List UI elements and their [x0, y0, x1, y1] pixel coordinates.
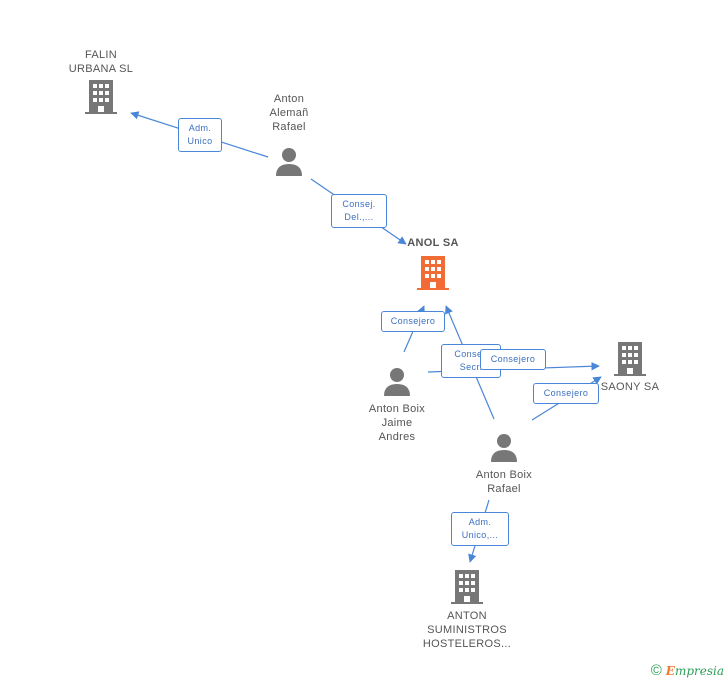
- building-icon: [417, 256, 449, 290]
- edge-label-adm-unico[interactable]: Adm. Unico: [178, 118, 222, 152]
- edge-label-consejero-rafael-saony[interactable]: Consejero: [533, 383, 599, 404]
- node-anol-sa[interactable]: ANOL SA: [395, 236, 471, 290]
- person-icon: [384, 368, 410, 396]
- brand-logo: Empresia: [665, 664, 724, 678]
- edge-label-adm-unico-rafael[interactable]: Adm. Unico,...: [451, 512, 509, 546]
- node-anton-boix-rafael[interactable]: Anton Boix Rafael: [464, 432, 544, 496]
- node-anton-boix-jaime[interactable]: Anton Boix Jaime Andres: [357, 366, 437, 444]
- edge-label-consejero-jaime-anol[interactable]: Consejero: [381, 311, 445, 332]
- building-icon: [451, 570, 483, 604]
- building-icon: [614, 342, 646, 376]
- node-anton-aleman[interactable]: Anton Alemañ Rafael: [254, 92, 324, 176]
- building-icon: [85, 80, 117, 114]
- node-falin-urbana[interactable]: FALIN URBANA SL: [56, 48, 146, 114]
- person-icon: [491, 434, 517, 462]
- brand-footer: ©Empresia: [651, 662, 724, 679]
- node-label: SAONY SA: [600, 381, 660, 393]
- node-label: ANOL SA: [407, 237, 459, 249]
- edge-label-consejero-jaime-saony[interactable]: Consejero: [480, 349, 546, 370]
- node-label: Anton Boix Jaime Andres: [368, 403, 426, 443]
- person-icon: [276, 148, 302, 176]
- node-label: Anton Boix Rafael: [475, 469, 533, 495]
- node-label: ANTON SUMINISTROS HOSTELEROS...: [422, 610, 512, 650]
- node-anton-suministros[interactable]: ANTON SUMINISTROS HOSTELEROS...: [412, 570, 522, 651]
- node-saony-sa[interactable]: SAONY SA: [592, 342, 668, 394]
- node-label: FALIN URBANA SL: [68, 49, 134, 75]
- edge-label-consej-del[interactable]: Consej. Del.,...: [331, 194, 387, 228]
- copyright-icon: ©: [650, 662, 662, 679]
- node-label: Anton Alemañ Rafael: [269, 93, 309, 133]
